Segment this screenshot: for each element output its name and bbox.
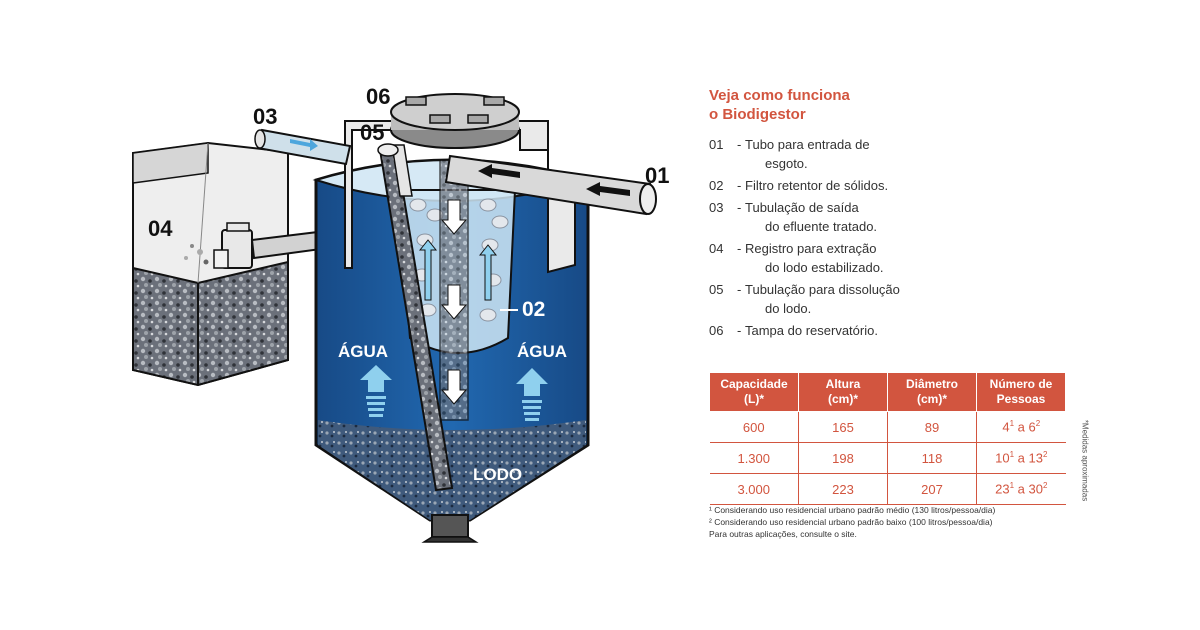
legend-item-line-1: Tampa do reservatório. <box>745 323 878 338</box>
legend-item-text: Tampa do reservatório. <box>745 321 915 340</box>
table-row: 600 165 89 41 a 62 <box>709 411 1066 443</box>
label-lodo: LODO <box>473 465 522 484</box>
cell-diameter: 89 <box>887 411 977 443</box>
footnote-3: Para outras aplicações, consulte o site. <box>709 529 857 539</box>
legend-item-line-2: do lodo estabilizado. <box>765 260 884 275</box>
cell-capacity: 1.300 <box>709 442 799 474</box>
legend-item-number: 02 <box>709 178 724 193</box>
label-06: 06 <box>366 84 390 109</box>
reservoir-lid <box>390 93 520 149</box>
cell-height: 198 <box>798 442 888 474</box>
legend-title: Veja como funciona o Biodigestor <box>709 86 1089 124</box>
approximate-measures-note: *Medidas aproximadas <box>1079 412 1091 512</box>
legend-item: 01 - Tubo para entrada de esgoto. <box>709 135 1089 173</box>
filter-up-arrows <box>418 239 498 301</box>
table-row: 1.300 198 118 101 a 132 <box>709 442 1066 474</box>
cell-people: 231 a 302 <box>976 473 1066 505</box>
legend-item-dash: - <box>737 282 742 297</box>
legend-item-line-1: Filtro retentor de sólidos. <box>745 178 889 193</box>
legend-item-dash: - <box>737 241 742 256</box>
legend-title-line-2: o Biodigestor <box>709 106 806 123</box>
label-agua-left: ÁGUA <box>338 342 388 361</box>
legend-item-line-1: Tubo para entrada de <box>745 137 870 152</box>
sludge-valve <box>184 222 253 269</box>
sludge-box <box>132 141 289 387</box>
footnotes: ¹ Considerando uso residencial urbano pa… <box>709 504 995 540</box>
legend-item: 06 - Tampa do reservatório. <box>709 321 1089 340</box>
table-row: 3.000 223 207 231 a 302 <box>709 473 1066 505</box>
dissolution-tube <box>377 143 454 492</box>
cell-capacity: 3.000 <box>709 473 799 505</box>
legend-item-line-1: Tubulação de saída <box>745 200 859 215</box>
legend-item-number: 05 <box>709 282 724 297</box>
label-05: 05 <box>360 120 384 145</box>
approximate-measures-text: *Medidas aproximadas <box>1080 419 1090 502</box>
footnote-2: ² Considerando uso residencial urbano pa… <box>709 517 993 527</box>
label-agua-right: ÁGUA <box>517 342 567 361</box>
legend-item-line-1: Tubulação para dissolução <box>745 282 900 297</box>
legend-item-text: Tubo para entrada de esgoto. <box>745 135 915 173</box>
legend: Veja como funciona o Biodigestor 01 - Tu… <box>709 86 1089 343</box>
cell-height: 223 <box>798 473 888 505</box>
legend-item-number: 04 <box>709 241 724 256</box>
legend-title-line-1: Veja como funciona <box>709 87 850 104</box>
cell-capacity: 600 <box>709 411 799 443</box>
water-up-arrows <box>360 365 548 421</box>
header-capacity: Capacidade(L)* <box>709 372 799 412</box>
legend-item-number: 03 <box>709 200 724 215</box>
biodigestor-diagram: 01 02 03 04 05 06 ÁGUA ÁGUA LODO <box>132 84 669 543</box>
header-height: Altura(cm)* <box>798 372 888 412</box>
legend-item-dash: - <box>737 200 742 215</box>
outlet-pipe <box>254 128 352 166</box>
central-tube <box>439 159 469 421</box>
legend-item-number: 06 <box>709 323 724 338</box>
label-02: 02 <box>522 298 545 321</box>
cell-diameter: 118 <box>887 442 977 474</box>
legend-item: 04 - Registro para extração do lodo esta… <box>709 239 1089 277</box>
legend-item-text: Registro para extração do lodo estabiliz… <box>745 239 915 277</box>
legend-item-line-2: do efluente tratado. <box>765 219 878 234</box>
footnote-1: ¹ Considerando uso residencial urbano pa… <box>709 505 996 515</box>
table-header-row: Capacidade(L)* Altura(cm)* Diâmetro(cm)*… <box>709 372 1066 412</box>
legend-item-line-2: do lodo. <box>765 301 812 316</box>
legend-item-dash: - <box>737 178 742 193</box>
legend-item-dash: - <box>737 137 742 152</box>
capacity-table: Capacidade(L)* Altura(cm)* Diâmetro(cm)*… <box>709 372 1066 505</box>
legend-item: 03 - Tubulação de saída do efluente trat… <box>709 198 1089 236</box>
legend-item-text: Tubulação de saída do efluente tratado. <box>745 198 915 236</box>
label-04: 04 <box>148 216 173 241</box>
label-01: 01 <box>645 163 669 188</box>
legend-item-dash: - <box>737 323 742 338</box>
label-03: 03 <box>253 104 277 129</box>
legend-item-text: Tubulação para dissolução do lodo. <box>745 280 915 318</box>
legend-item: 02 - Filtro retentor de sólidos. <box>709 176 1089 195</box>
legend-item-number: 01 <box>709 137 724 152</box>
header-diameter: Diâmetro(cm)* <box>887 372 977 412</box>
inlet-pipe <box>444 154 657 216</box>
cell-people: 41 a 62 <box>976 411 1066 443</box>
legend-item-text: Filtro retentor de sólidos. <box>745 176 915 195</box>
legend-item: 05 - Tubulação para dissolução do lodo. <box>709 280 1089 318</box>
cell-height: 165 <box>798 411 888 443</box>
cell-people: 101 a 132 <box>976 442 1066 474</box>
cell-diameter: 207 <box>887 473 977 505</box>
legend-item-line-1: Registro para extração <box>745 241 877 256</box>
legend-item-line-2: esgoto. <box>765 156 808 171</box>
